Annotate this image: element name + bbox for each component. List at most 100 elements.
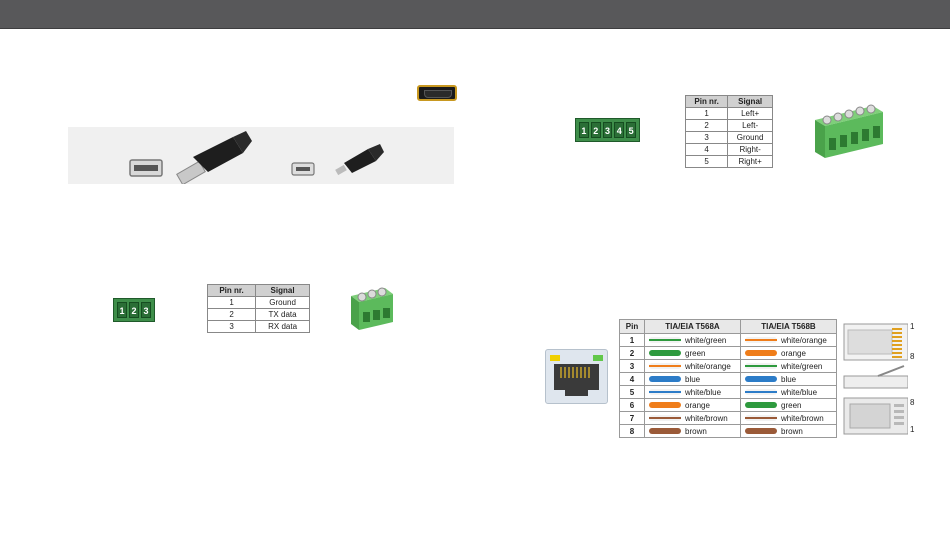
t568a-wire: orange bbox=[644, 398, 741, 412]
rj45-plug-icon: 1 8 8 1 bbox=[842, 322, 916, 438]
pin-label: 8 bbox=[910, 398, 915, 407]
wire-swatch bbox=[745, 402, 777, 409]
signal-name: RX data bbox=[255, 320, 310, 333]
t568b-wire: green bbox=[740, 398, 837, 412]
wire-swatch bbox=[649, 389, 681, 396]
terminal-pin: 5 bbox=[626, 122, 636, 138]
t568a-wire: white/brown bbox=[644, 411, 741, 425]
usb-mini-plug-icon bbox=[335, 144, 384, 176]
wire-swatch bbox=[745, 415, 777, 422]
wire-swatch bbox=[649, 376, 681, 383]
column-header: Signal bbox=[255, 284, 310, 297]
wire-color-label: white/orange bbox=[685, 361, 731, 371]
wire-color-label: white/brown bbox=[685, 413, 728, 423]
t568a-wire: brown bbox=[644, 424, 741, 438]
wire-swatch bbox=[649, 337, 681, 344]
wire-swatch bbox=[745, 337, 777, 344]
phoenix-3pole-plug-icon bbox=[347, 282, 397, 332]
usb-connectors-drawing bbox=[129, 131, 384, 186]
pin-number: 4 bbox=[684, 143, 729, 156]
wire-color-label: white/orange bbox=[781, 335, 827, 345]
pin-number: 2 bbox=[684, 119, 729, 132]
pin-number: 8 bbox=[619, 424, 645, 438]
wire-swatch bbox=[745, 376, 777, 383]
wire-color-label: blue bbox=[685, 374, 701, 384]
signal-name: Ground bbox=[255, 296, 310, 309]
t568a-wire: white/orange bbox=[644, 359, 741, 373]
wire-swatch bbox=[649, 363, 681, 370]
wire-swatch bbox=[649, 415, 681, 422]
signal-name: Left- bbox=[727, 119, 773, 132]
t568b-wire: blue bbox=[740, 372, 837, 386]
terminal-pin: 2 bbox=[129, 302, 139, 318]
wire-color-label: green bbox=[685, 348, 706, 358]
wire-swatch bbox=[649, 350, 681, 357]
pin-number: 3 bbox=[684, 131, 729, 144]
signal-name: Right+ bbox=[727, 155, 773, 168]
table-row: 4 blue blue bbox=[619, 372, 837, 386]
table-row: 1 white/green white/orange bbox=[619, 333, 837, 347]
column-header: Pin bbox=[619, 319, 645, 334]
pin-label: 8 bbox=[910, 352, 915, 361]
pin-number: 3 bbox=[206, 320, 257, 333]
t568b-wire: white/orange bbox=[740, 333, 837, 347]
audio-terminal-block-icon: 1 2 3 4 5 bbox=[575, 118, 640, 142]
t568b-wire: white/green bbox=[740, 359, 837, 373]
table-row: 6 orange green bbox=[619, 398, 837, 412]
t568b-wire: brown bbox=[740, 424, 837, 438]
terminal-pin: 1 bbox=[579, 122, 589, 138]
terminal-pin: 3 bbox=[602, 122, 613, 138]
pin-number: 1 bbox=[619, 333, 645, 347]
wire-color-label: white/brown bbox=[781, 413, 824, 423]
terminal-pin: 1 bbox=[117, 302, 127, 318]
signal-name: Left+ bbox=[727, 107, 773, 120]
usb-connectors-image bbox=[68, 127, 454, 186]
wire-swatch bbox=[745, 428, 777, 435]
top-header-bar bbox=[0, 0, 950, 29]
wire-color-label: white/green bbox=[685, 335, 727, 345]
t568a-wire: white/blue bbox=[644, 385, 741, 399]
pin-number: 1 bbox=[684, 107, 729, 120]
t568b-wire: white/blue bbox=[740, 385, 837, 399]
serial-terminal-block-icon: 1 2 3 bbox=[113, 298, 155, 322]
pin-number: 6 bbox=[619, 398, 645, 412]
wire-color-label: white/blue bbox=[685, 387, 722, 397]
t568b-wire: white/brown bbox=[740, 411, 837, 425]
wire-swatch bbox=[649, 428, 681, 435]
pin-number: 3 bbox=[619, 359, 645, 373]
terminal-pin: 4 bbox=[614, 122, 625, 138]
signal-name: Ground bbox=[727, 131, 773, 144]
wire-swatch bbox=[745, 363, 777, 370]
terminal-pin: 2 bbox=[590, 122, 601, 138]
wire-color-label: brown bbox=[685, 426, 707, 436]
pin-number: 2 bbox=[619, 346, 645, 360]
rj45-jack-icon bbox=[545, 349, 608, 404]
usb-a-port-icon bbox=[129, 159, 163, 177]
usb-a-plug-icon bbox=[176, 131, 252, 186]
wire-swatch bbox=[745, 389, 777, 396]
wire-color-label: orange bbox=[781, 348, 806, 358]
t568a-wire: white/green bbox=[644, 333, 741, 347]
table-row: 3 white/orange white/green bbox=[619, 359, 837, 373]
pin-number: 2 bbox=[206, 308, 257, 321]
signal-name: TX data bbox=[255, 308, 310, 321]
t568b-wire: orange bbox=[740, 346, 837, 360]
t568a-wire: blue bbox=[644, 372, 741, 386]
t568a-wire: green bbox=[644, 346, 741, 360]
pin-number: 1 bbox=[206, 296, 257, 309]
pin-number: 5 bbox=[684, 155, 729, 168]
wire-color-label: orange bbox=[685, 400, 710, 410]
column-header: TIA/EIA T568B bbox=[740, 319, 837, 334]
wire-color-label: white/green bbox=[781, 361, 823, 371]
wire-color-label: brown bbox=[781, 426, 803, 436]
wire-color-label: blue bbox=[781, 374, 797, 384]
column-header: Signal bbox=[727, 95, 773, 108]
usb-mini-port-icon bbox=[291, 162, 315, 176]
